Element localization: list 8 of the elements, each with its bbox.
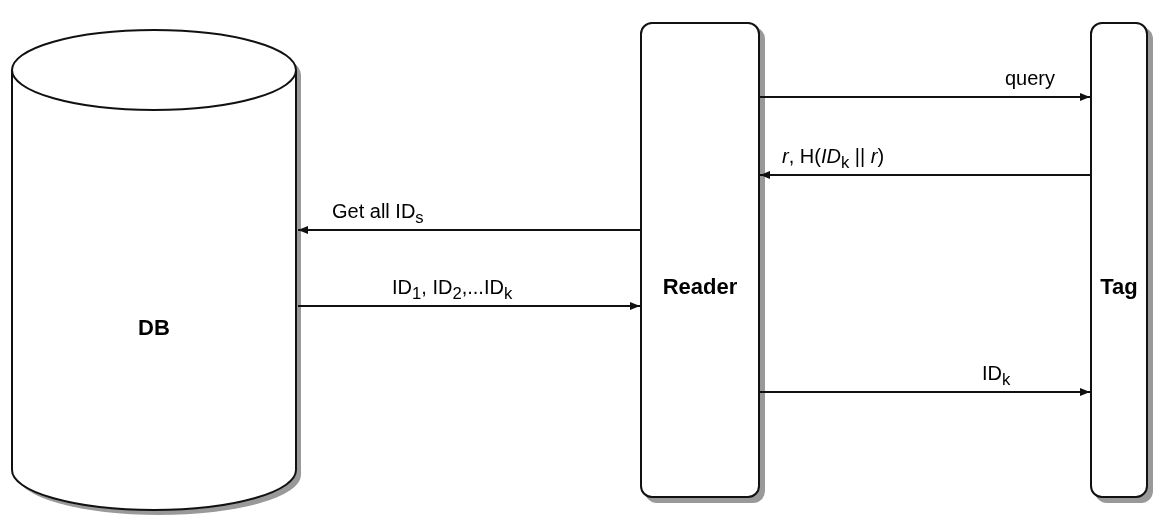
node-label: DB bbox=[138, 315, 170, 341]
node-label: Tag bbox=[1100, 274, 1138, 300]
arrow bbox=[297, 302, 641, 310]
node-label: Reader bbox=[662, 274, 738, 300]
arrow bbox=[759, 93, 1091, 101]
arrow bbox=[759, 388, 1091, 396]
arrow bbox=[297, 226, 641, 234]
arrow bbox=[759, 171, 1091, 179]
